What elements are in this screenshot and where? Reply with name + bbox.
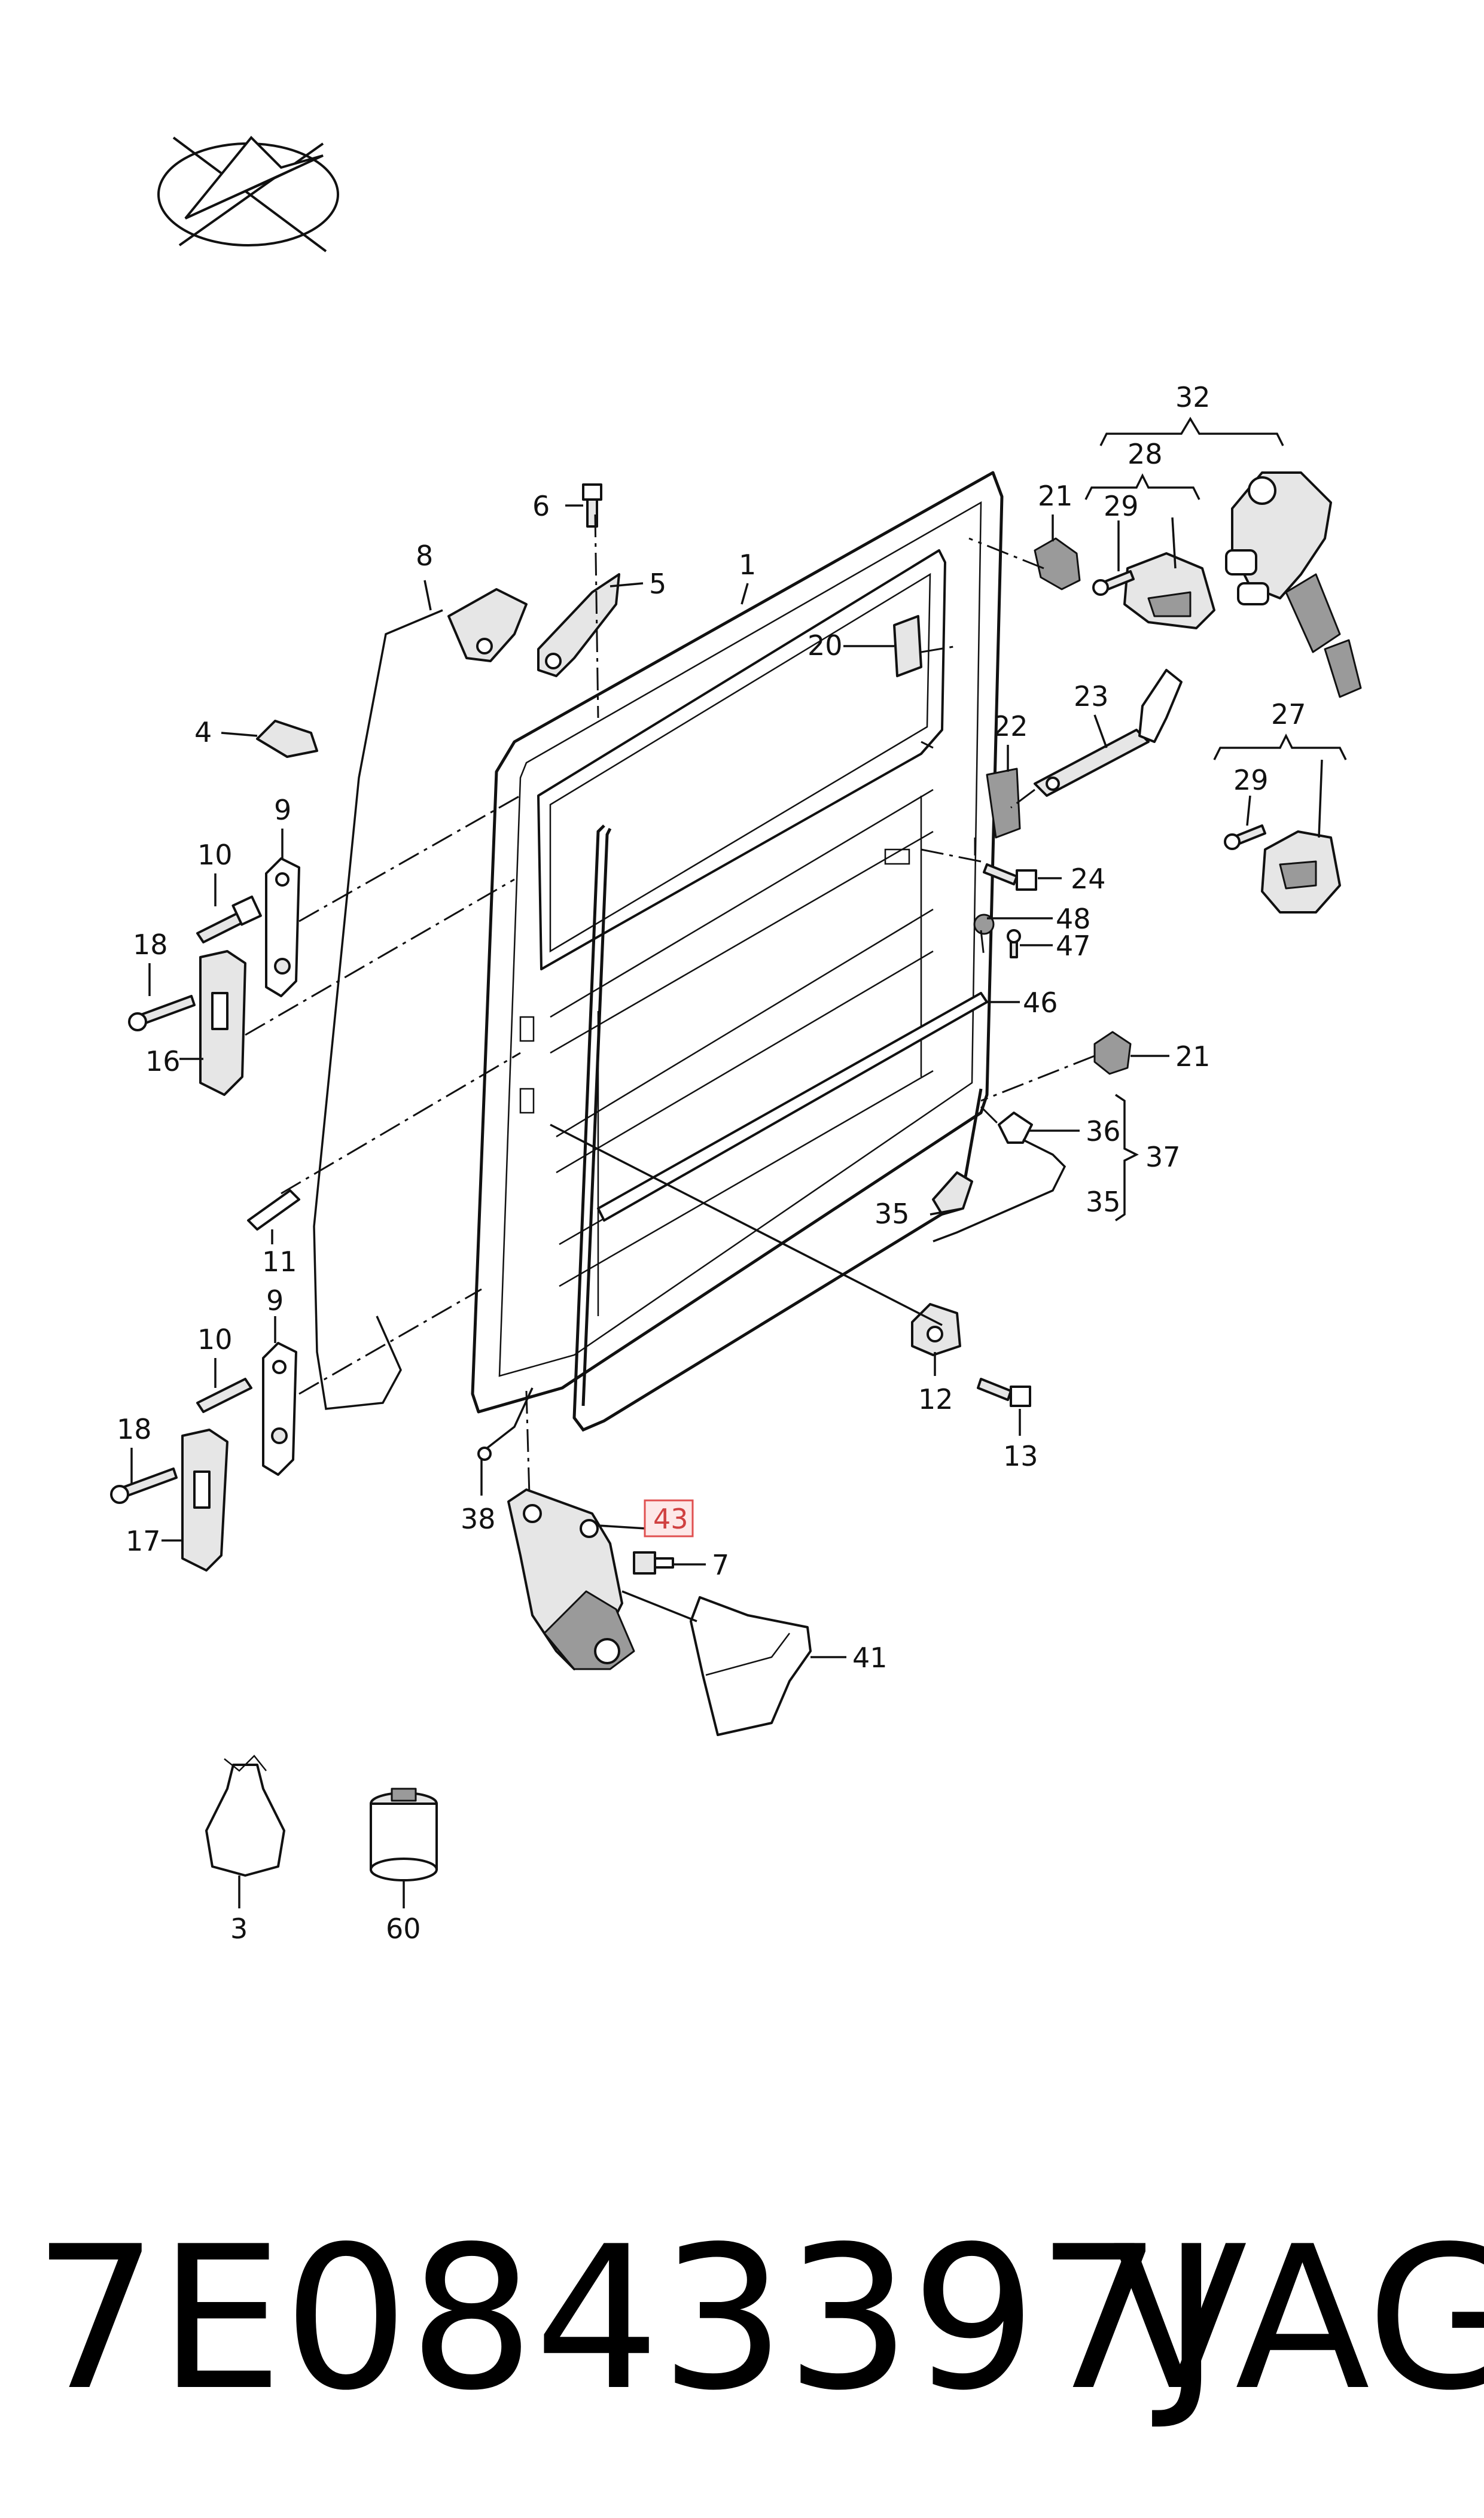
screw-29-upper-icon <box>1092 570 1135 596</box>
callout-60: 60 <box>386 1913 421 1945</box>
part-number: 7E0843397J <box>33 2204 1220 2434</box>
clip-38-icon <box>477 1447 492 1461</box>
striker-17-icon <box>181 1429 228 1572</box>
bolt-6-icon <box>582 483 602 528</box>
callout-21a: 21 <box>1038 480 1073 512</box>
grease-bag-3-icon <box>205 1755 285 1877</box>
callout-27: 27 <box>1271 698 1306 730</box>
callout-18b: 18 <box>117 1413 152 1445</box>
screw-29-lower-icon <box>1224 824 1266 850</box>
callout-12: 12 <box>918 1383 953 1415</box>
callout-5: 5 <box>649 568 666 600</box>
cover-41-icon <box>690 1596 812 1736</box>
bolt-18-upper-icon <box>128 995 196 1031</box>
callout-41: 41 <box>852 1642 888 1674</box>
callout-1: 1 <box>739 549 756 581</box>
hinge-plate-9-upper-icon <box>265 857 300 997</box>
callout-48: 48 <box>1056 903 1091 935</box>
callout-46: 46 <box>1023 987 1058 1019</box>
callout-32: 32 <box>1175 381 1211 413</box>
callout-18a: 18 <box>133 928 168 961</box>
catch-27-icon <box>1261 830 1341 914</box>
clip-20-icon <box>893 615 922 677</box>
callout-29a: 29 <box>1104 490 1139 522</box>
clip-4-icon <box>256 720 318 758</box>
callout-10b: 10 <box>197 1323 233 1356</box>
bolt-18-lower-icon <box>110 1467 178 1504</box>
screw-47-icon <box>1007 929 1021 958</box>
hinge-8-icon <box>447 588 528 662</box>
guide-35-icon <box>932 1171 973 1216</box>
group-brackets <box>1084 416 1347 1222</box>
callout-9a: 9 <box>274 794 291 826</box>
callout-16: 16 <box>145 1045 181 1077</box>
grease-tin-60-icon <box>370 1788 438 1881</box>
callout-13: 13 <box>1003 1440 1038 1472</box>
callout-4: 4 <box>194 716 212 748</box>
callout-24: 24 <box>1071 863 1106 895</box>
cable-icon <box>313 609 443 1410</box>
linkage-23-icon <box>1034 669 1183 797</box>
callout-22: 22 <box>993 710 1028 742</box>
callout-17: 17 <box>126 1525 161 1557</box>
callout-35b: 35 <box>874 1198 910 1230</box>
callout-23: 23 <box>1074 680 1109 713</box>
callout-37: 37 <box>1145 1141 1181 1173</box>
bolt-10-upper-icon <box>196 895 262 943</box>
clip-36-icon <box>998 1112 1033 1144</box>
callout-labels: 1 6 5 8 4 9 10 18 16 11 9 10 18 17 20 21… <box>117 381 1306 1945</box>
callout-6: 6 <box>532 490 550 522</box>
lower-roller-bracket-43-icon <box>507 1488 635 1670</box>
bolt-7-icon <box>633 1551 674 1575</box>
buffer-21-lower-icon <box>1093 1031 1132 1075</box>
hinge-plate-9-lower-icon <box>262 1342 297 1476</box>
sliding-door-panel <box>471 471 1004 1432</box>
bolt-13-icon <box>977 1378 1031 1407</box>
callout-10a: 10 <box>197 839 233 871</box>
grommet-48-icon <box>973 914 995 935</box>
lock-actuator-32-icon <box>1225 471 1362 698</box>
highlight-box-43 <box>644 1499 694 1537</box>
callout-8: 8 <box>416 540 433 572</box>
striker-16-icon <box>199 950 246 1096</box>
callout-36: 36 <box>1086 1115 1121 1147</box>
pad-11-icon <box>247 1189 300 1231</box>
rod-37-icon <box>933 1138 1066 1243</box>
callout-3: 3 <box>230 1913 248 1945</box>
callout-43: 43 <box>653 1503 688 1535</box>
catalog-logo-icon <box>157 136 339 252</box>
callout-11: 11 <box>262 1246 297 1278</box>
callout-9b: 9 <box>266 1284 284 1317</box>
bolt-24-icon <box>983 863 1037 891</box>
callout-47: 47 <box>1056 930 1091 962</box>
callout-35a: 35 <box>1086 1186 1121 1218</box>
callout-38: 38 <box>461 1503 496 1535</box>
guide-12-icon <box>911 1303 961 1356</box>
callout-21b: 21 <box>1175 1040 1211 1073</box>
bolt-10-lower-icon <box>196 1378 252 1413</box>
buffer-21-upper-icon <box>1034 537 1081 590</box>
leader-lines <box>550 1123 943 1622</box>
callout-29b: 29 <box>1233 764 1269 796</box>
assembly-lines <box>245 514 1095 1496</box>
callout-28: 28 <box>1128 438 1163 470</box>
callout-7: 7 <box>712 1549 729 1581</box>
callout-ticks <box>130 504 1323 1908</box>
callout-20: 20 <box>807 629 843 662</box>
brand-name: VAG <box>1113 2204 1484 2434</box>
catch-28-icon <box>1123 552 1215 629</box>
bracket-5-icon <box>537 573 620 677</box>
